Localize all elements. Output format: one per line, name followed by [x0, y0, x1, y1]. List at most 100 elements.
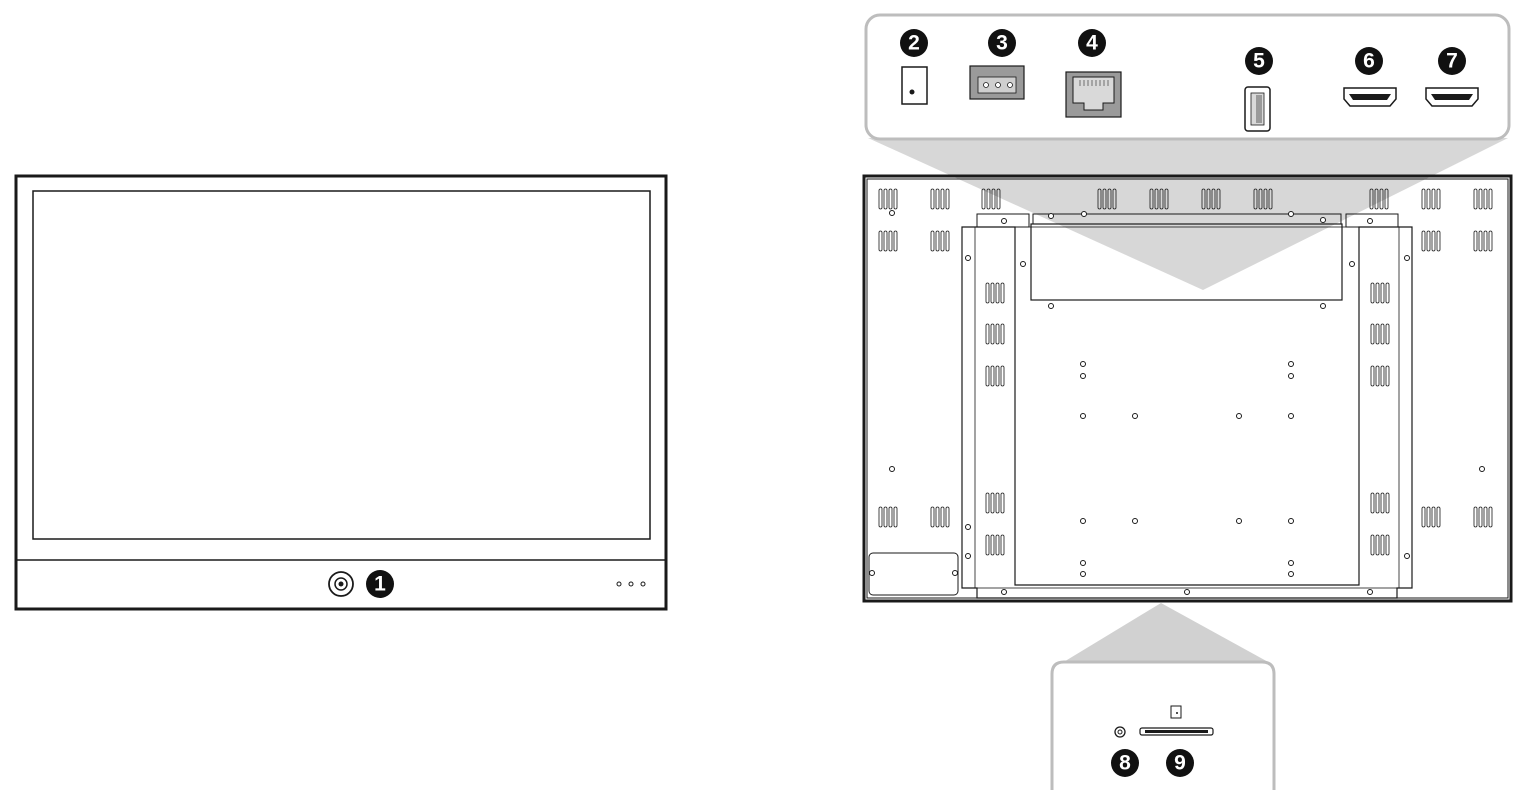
vent-slot [893, 230, 898, 252]
vent-slot [1436, 506, 1441, 528]
vent-slot [1375, 492, 1380, 514]
vent-slot [1483, 506, 1488, 528]
vent-slot [985, 534, 990, 556]
vent-slot [1369, 188, 1374, 210]
vent-slot [1478, 230, 1483, 252]
vent-slot [1370, 282, 1375, 304]
vent-slot [1478, 188, 1483, 210]
vent-slot [1421, 230, 1426, 252]
vent-slot [1488, 506, 1493, 528]
callout-label: 6 [1363, 50, 1375, 73]
vent-slot [1421, 506, 1426, 528]
vent-slot [940, 506, 945, 528]
screw-hole [1288, 560, 1294, 566]
vent-slot [990, 365, 995, 387]
screw-hole [1320, 303, 1326, 309]
vent-slot [1000, 534, 1005, 556]
screw-hole [1288, 211, 1294, 217]
vent-slot [1000, 282, 1005, 304]
screw-hole [1080, 373, 1086, 379]
vent-slot [985, 282, 990, 304]
vent-slot [986, 188, 991, 210]
screw-hole [1001, 218, 1007, 224]
screw-hole [952, 570, 958, 576]
vent-slot [1112, 188, 1117, 210]
back-housing [862, 174, 1513, 603]
vent-slot [995, 492, 1000, 514]
vent-slot [1253, 188, 1258, 210]
vent-slot [1488, 230, 1493, 252]
sd-card-slot-icon [1139, 705, 1214, 736]
screw-hole [1288, 571, 1294, 577]
callout-5: 5 [1245, 47, 1273, 75]
screw-hole [1020, 261, 1026, 267]
vent-slot [1000, 492, 1005, 514]
front-view [14, 174, 668, 611]
screw-hole [1048, 213, 1054, 219]
vent-slot [1379, 188, 1384, 210]
screw-hole [1001, 589, 1007, 595]
vent-slot [990, 323, 995, 345]
screw-hole [889, 210, 895, 216]
vent-slot [1380, 365, 1385, 387]
callout-label: 5 [1253, 50, 1265, 73]
vent-slot [1107, 188, 1112, 210]
bottom-port-panel [1050, 660, 1276, 790]
vent-slot [883, 230, 888, 252]
screw-hole [1288, 373, 1294, 379]
vent-slot [893, 188, 898, 210]
vent-slot [1478, 506, 1483, 528]
vent-slot [1380, 534, 1385, 556]
vent-slot [1370, 365, 1375, 387]
vent-slot [1426, 506, 1431, 528]
vent-slot [893, 506, 898, 528]
screw-hole [1080, 560, 1086, 566]
bottom-zoom-wedge [1062, 603, 1270, 663]
vent-slot [1385, 534, 1390, 556]
screw-hole [1080, 518, 1086, 524]
vent-slot [1370, 323, 1375, 345]
front-screen [32, 190, 651, 540]
vent-slot [935, 188, 940, 210]
vent-slot [1426, 230, 1431, 252]
callout-4: 4 [1078, 29, 1106, 57]
vent-slot [888, 230, 893, 252]
callout-1: 1 [366, 570, 394, 598]
screw-hole [1081, 211, 1087, 217]
screw-hole [1080, 361, 1086, 367]
vent-slot [985, 492, 990, 514]
screw-hole [965, 524, 971, 530]
vent-slot [1375, 282, 1380, 304]
screw-hole [1288, 518, 1294, 524]
indicator-leds [616, 581, 646, 587]
vent-slot [990, 534, 995, 556]
vent-slot [1216, 188, 1221, 210]
vent-slot [930, 188, 935, 210]
vent-slot [1154, 188, 1159, 210]
vent-slot [995, 282, 1000, 304]
vent-slot [883, 506, 888, 528]
vent-slot [1375, 365, 1380, 387]
ethernet-port-icon [1065, 71, 1122, 118]
callout-label: 7 [1446, 50, 1458, 73]
callout-8: 8 [1111, 749, 1139, 777]
screw-hole [1288, 361, 1294, 367]
vent-slot [1380, 323, 1385, 345]
callout-label: 3 [996, 32, 1008, 55]
top-panel-frame [864, 13, 1511, 141]
screw-hole [1367, 589, 1373, 595]
vent-slot [981, 188, 986, 210]
usb-port-icon [1244, 86, 1271, 132]
screw-hole [1288, 413, 1294, 419]
screw-hole [1236, 413, 1242, 419]
bottom-panel-frame [1050, 660, 1276, 790]
vent-slot [985, 323, 990, 345]
vent-slot [1384, 188, 1389, 210]
vent-slot [1385, 365, 1390, 387]
callout-label: 2 [908, 32, 920, 55]
vent-slot [945, 506, 950, 528]
hdmi-port-icon-2 [1425, 87, 1479, 107]
vent-slot [991, 188, 996, 210]
